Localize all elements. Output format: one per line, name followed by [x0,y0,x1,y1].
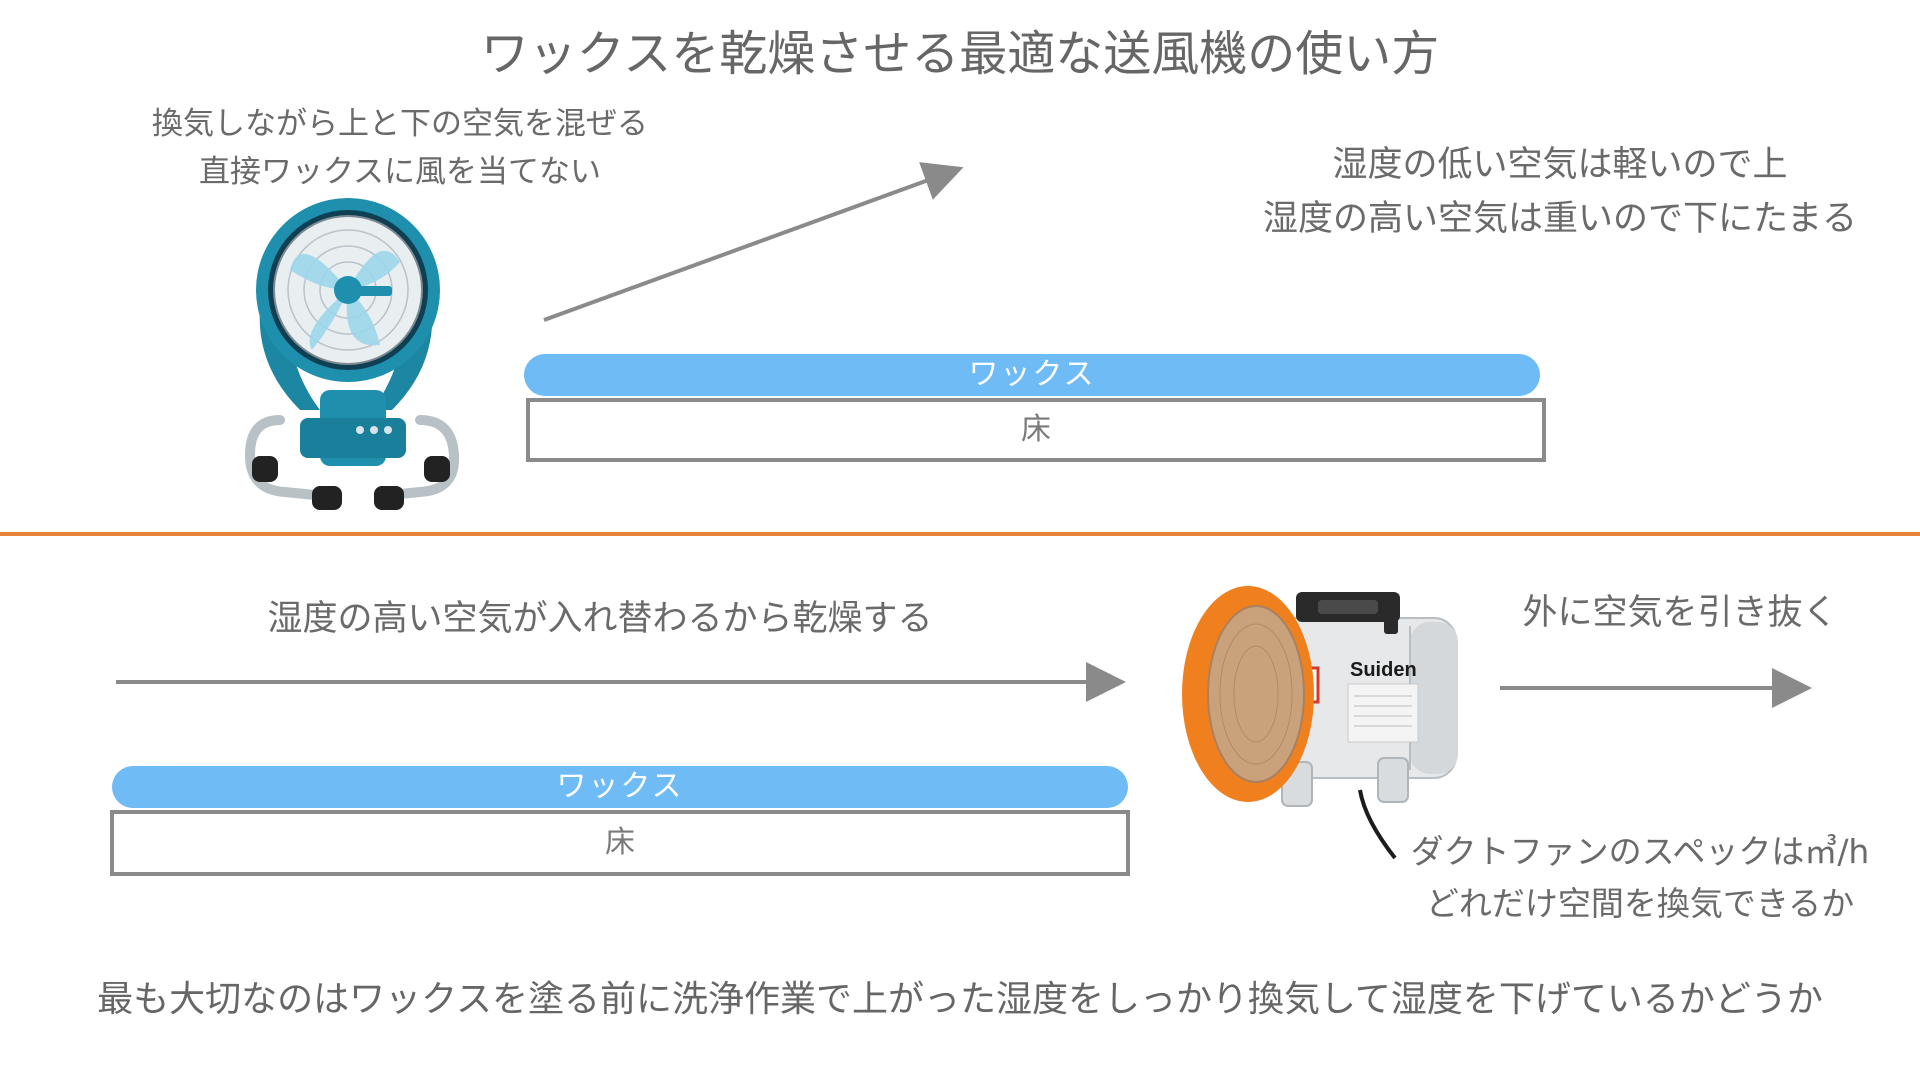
key-point-note: 最も大切なのはワックスを塗る前に洗浄作業で上がった湿度をしっかり換気して湿度を下… [97,979,1823,1020]
humidity-weight-note-line-2: 湿度の高い空気は重いので下にたまる [1263,199,1857,239]
floor-bottom: 床 [110,810,1130,876]
fan-icon [244,198,460,510]
wax-layer-top: ワックス [524,354,1540,396]
section-divider [0,532,1920,536]
duct-fan-icon: Suiden [1182,586,1458,860]
page-title: ワックスを乾燥させる最適な送風機の使い方 [480,26,1440,82]
fan-usage-note-line-1: 換気しながら上と下の空気を混ぜる [152,106,648,142]
exhaust-note: 外に空気を引き抜く [1522,593,1838,633]
fan-usage-note-line-2: 直接ワックスに風を当てない [198,154,602,190]
fan-usage-note: 換気しながら上と下の空気を混ぜる 直接ワックスに風を当てない [130,100,670,196]
floor-top: 床 [526,398,1546,462]
wax-layer-bottom: ワックス [112,766,1128,808]
humidity-weight-note: 湿度の低い空気は軽いので上 湿度の高い空気は重いので下にたまる [1220,138,1900,246]
duct-brand-label: Suiden [1350,659,1417,681]
air-exchange-note: 湿度の高い空気が入れ替わるから乾燥する [267,599,933,639]
humidity-weight-note-line-1: 湿度の低い空気は軽いので上 [1332,145,1788,185]
duct-fan-spec-line-1: ダクトファンのスペックは㎥/h [1410,832,1870,871]
duct-fan-spec-note: ダクトファンのスペックは㎥/h どれだけ空間を換気できるか [1380,826,1900,930]
duct-fan-spec-line-2: どれだけ空間を換気できるか [1425,884,1855,923]
